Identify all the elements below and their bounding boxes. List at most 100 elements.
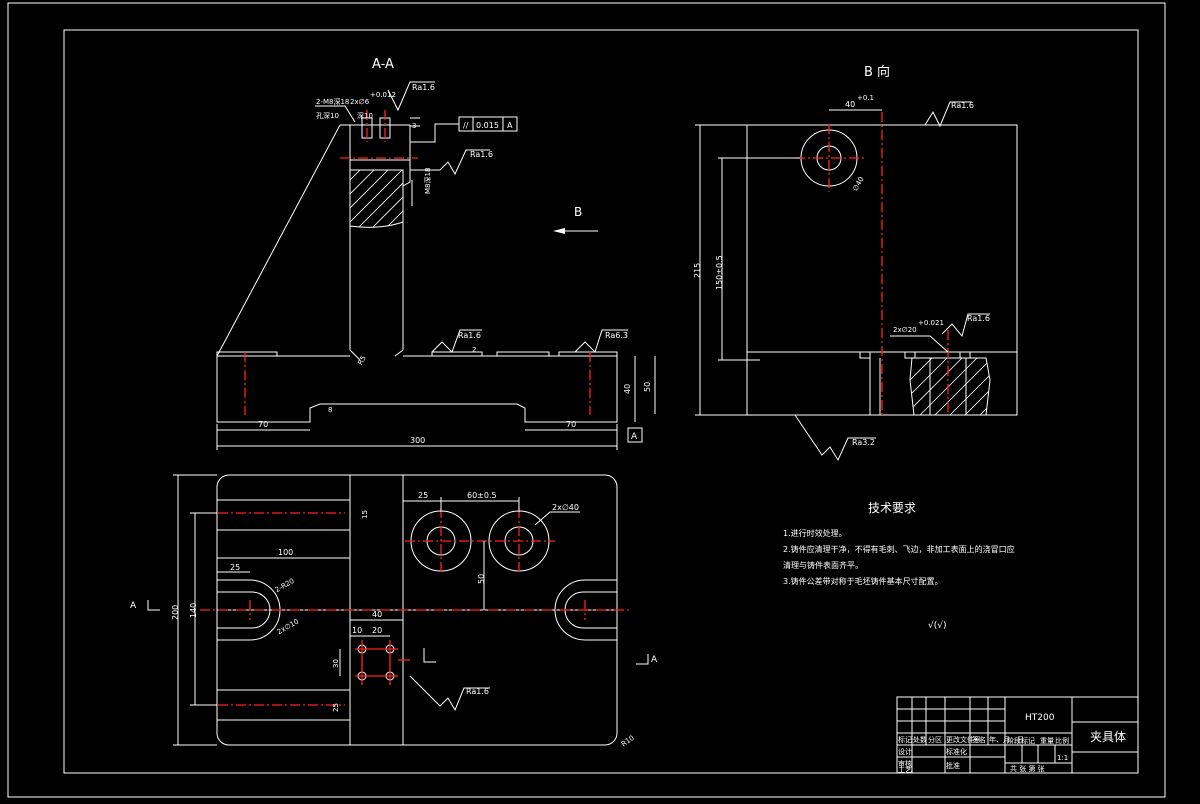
inner-frame <box>63 29 1139 774</box>
tb-design: 设计 <box>898 747 912 756</box>
tb-row-sign: 签名 <box>972 735 986 744</box>
dim-70-left: 70 <box>258 420 268 429</box>
rough-top: Ra1.6 <box>412 83 435 92</box>
plan-dim-60: 60±0.5 <box>467 491 497 500</box>
rough-base-2: Ra6.3 <box>605 331 628 340</box>
section-mark-right: A <box>651 655 658 665</box>
rough-base-1-symbol <box>431 329 482 353</box>
leader <box>890 335 949 353</box>
notch <box>904 352 916 359</box>
pad-left <box>216 351 278 357</box>
dim-150: 150±0.5 <box>715 255 724 290</box>
view-b-phi: ∅40 <box>851 175 865 192</box>
gdt-value: 0.015 <box>476 121 499 130</box>
rib-line <box>216 124 341 357</box>
view-b: B 向 <box>693 64 1018 462</box>
plan-dim-25c: 25 <box>332 703 340 712</box>
plan-view: 25 60±0.5 2x∅40 15 100 25 2-R20 2x∅10 20… <box>130 474 658 748</box>
plan-dim-10: 10 <box>352 626 362 635</box>
plan-dim-25b: 25 <box>230 563 240 572</box>
plan-corner-r: R10 <box>620 734 636 748</box>
pin-note-2: 深10 <box>357 111 373 120</box>
plan-dim-140: 140 <box>189 603 198 618</box>
datum-label: A <box>631 432 638 442</box>
section-mark-right-line <box>636 654 649 665</box>
holes-note-1: 2-M8深18 <box>316 97 349 106</box>
req-item-3: 清理与铸件表面齐平。 <box>783 560 863 570</box>
dim-8: 8 <box>328 406 332 414</box>
req-item-4: 3.铸件公差带对称于毛坯铸件基本尺寸配置。 <box>783 576 943 586</box>
tb-approve: 批准 <box>946 761 960 770</box>
plan-dim-20: 20 <box>372 626 382 635</box>
view-b-rough-bottom: Ra3.2 <box>852 438 875 447</box>
plan-dim-200: 200 <box>171 605 180 620</box>
req-item-2: 2.铸件应清理干净，不得有毛刺、飞边，非加工表面上的浇冒口应 <box>783 544 1015 554</box>
dim-r5: R5 <box>356 354 368 366</box>
tb-row-file: 更改文件号 <box>946 735 981 744</box>
plan-dim-25: 25 <box>418 491 428 500</box>
rough-bottom-symbol <box>794 414 876 462</box>
dim-40: 40 <box>623 384 632 394</box>
tb-process: 工艺 <box>898 766 912 774</box>
slot-note-1: 2-R20 <box>274 577 296 594</box>
pad-mid2 <box>496 351 550 357</box>
dim-300: 300 <box>410 436 425 445</box>
dim-70-right: 70 <box>566 420 576 429</box>
plan-dim-50: 50 <box>477 574 486 584</box>
tb-material: HT200 <box>1025 713 1055 723</box>
outer-frame <box>7 2 1166 798</box>
tb-scale: 比例 <box>1055 736 1069 745</box>
holes-note-2: 孔深10 <box>316 111 339 120</box>
section-mark-left-line <box>147 600 160 611</box>
rough-plan-symbol <box>409 675 490 712</box>
dim-2: 2 <box>472 346 476 354</box>
req-title: 技术要求 <box>868 501 916 515</box>
view-b-arrow: B <box>553 205 598 234</box>
notch <box>859 352 871 359</box>
slot-note-2: 2x∅10 <box>276 617 300 636</box>
plan-dim-30: 30 <box>332 659 340 668</box>
tb-row-mark: 标记 <box>898 735 912 744</box>
leader <box>534 511 580 526</box>
dim-215: 215 <box>693 263 702 278</box>
arrow-b-head <box>553 228 565 234</box>
view-b-pin-tol: +0.021 <box>918 319 944 327</box>
notch <box>959 352 971 359</box>
roughness-symbol <box>387 81 435 112</box>
dim-40: 40 <box>845 100 855 109</box>
section-cut <box>423 648 436 663</box>
tb-sheets: 共 张 第 张 <box>1010 764 1045 773</box>
plan-dim-100: 100 <box>278 548 293 557</box>
req-item-1: 1.进行时效处理。 <box>783 528 847 538</box>
rough-pin-symbol <box>941 313 990 338</box>
datum-box <box>627 427 643 443</box>
section-mark-left: A <box>130 601 137 611</box>
tb-review: 审核 <box>898 759 912 768</box>
title-block-frame <box>896 696 1139 774</box>
view-b-pin-note: 2x∅20 <box>893 326 917 334</box>
tb-row-date: 年、月、日 <box>989 735 1024 744</box>
title-block: HT200 夹具体 标记 处数 分区 更改文件号 签名 年、月、日 设计 标准化… <box>896 696 1139 774</box>
rough-side: Ra1.6 <box>470 150 493 159</box>
plan-dim-15: 15 <box>361 510 369 519</box>
view-b-rough-top: Ra1.6 <box>951 101 974 110</box>
gdt-symbol: // <box>463 121 469 130</box>
gdt-datum: A <box>507 121 513 130</box>
rough-base-1: Ra1.6 <box>458 331 481 340</box>
tb-row-count: 处数 <box>913 735 927 744</box>
pad-mid <box>431 351 483 357</box>
req-rough-symbol: √(√) <box>928 620 947 631</box>
tb-row-zone: 分区 <box>928 735 942 744</box>
plan-holes-note: 2x∅40 <box>552 503 579 512</box>
section-aa-view: A-A <box>216 57 656 450</box>
technical-requirements: 技术要求 1.进行时效处理。 2.铸件应清理干净，不得有毛刺、飞边，非加工表面上… <box>783 501 1015 631</box>
hatch-area <box>349 169 404 228</box>
view-b-title: B 向 <box>864 64 890 80</box>
plan-rough: Ra1.6 <box>466 687 489 696</box>
leader <box>315 105 356 123</box>
rough-top-symbol <box>882 101 972 128</box>
slot-left-inner <box>217 591 271 629</box>
tb-scale-value: 1:1 <box>1057 754 1068 762</box>
